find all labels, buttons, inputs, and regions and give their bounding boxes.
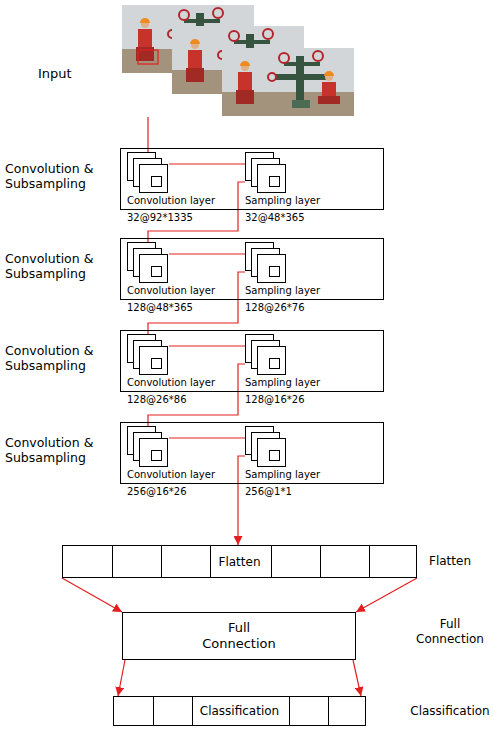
feature-map (258, 255, 286, 283)
feature-map (140, 255, 168, 283)
connector (169, 164, 245, 165)
cell-divider (328, 697, 329, 725)
conv-text: 128@48*365 (127, 302, 193, 314)
feature-map-stack (127, 334, 169, 376)
full-connection-box: Full Connection (122, 612, 356, 660)
convolution-layer: Convolution layer128@48*365 (127, 242, 169, 284)
connector-line (62, 578, 122, 612)
kernel-window (270, 359, 280, 369)
feature-map (140, 347, 168, 375)
connector (238, 456, 245, 545)
feature-map-stack (245, 152, 287, 194)
sampling-layer: Sampling layer128@16*26 (245, 334, 287, 376)
conv-subsampling-block: Convolution & SubsamplingConvolution lay… (120, 148, 384, 210)
cell-divider (153, 697, 154, 725)
connector (118, 660, 361, 696)
kernel-window (270, 177, 280, 187)
stage-label: Flatten (410, 554, 490, 569)
cell-divider (161, 546, 162, 577)
conv-text: Convolution layer (127, 469, 215, 481)
cell-divider (289, 697, 290, 725)
connector-line (238, 456, 245, 545)
samp-text: 128@16*26 (245, 394, 305, 406)
classification-layer: Classification (113, 696, 366, 726)
flat-text: Flatten (219, 555, 261, 569)
input-image-stack: Input (120, 4, 356, 117)
connector (169, 346, 245, 347)
cell-divider (369, 546, 370, 577)
kernel-window (152, 177, 162, 187)
flatten-layer: Flatten (62, 545, 417, 578)
input-text: Input (38, 66, 72, 81)
feature-map-stack (245, 242, 287, 284)
connector-line (147, 117, 148, 152)
conv-text: 128@26*86 (127, 394, 187, 406)
kernel-window (152, 267, 162, 277)
block-text: Convolution & Subsampling (5, 343, 113, 373)
convolution-layer: Convolution layer256@16*26 (127, 426, 169, 468)
kernel-window (270, 267, 280, 277)
stage-label: Full Connection (410, 617, 490, 647)
cell-divider (271, 546, 272, 577)
conv-subsampling-block: Convolution & SubsamplingConvolution lay… (120, 422, 384, 484)
connector (169, 438, 245, 439)
stage-label: Classification (410, 704, 490, 719)
feature-map-stack (245, 426, 287, 468)
input-photo (222, 48, 354, 116)
feature-map (258, 347, 286, 375)
conv-text: Convolution layer (127, 285, 215, 297)
cell-divider (210, 546, 211, 577)
cls-text: Classification (200, 704, 279, 718)
connector (169, 254, 245, 255)
conv-text: 256@16*26 (127, 486, 187, 498)
convolution-layer: Convolution layer32@92*1335 (127, 152, 169, 194)
kernel-window (152, 359, 162, 369)
samp-text: 32@48*365 (245, 212, 305, 224)
samp-text: Sampling layer (245, 285, 320, 297)
feature-map-stack (245, 334, 287, 376)
conv-text: Convolution layer (127, 195, 215, 207)
feature-map (258, 439, 286, 467)
connector-line (353, 660, 361, 696)
connector-line (169, 345, 245, 346)
sampling-layer: Sampling layer128@26*76 (245, 242, 287, 284)
connector-line (356, 578, 417, 612)
receptive-field-marker (138, 50, 158, 64)
convolution-layer: Convolution layer128@26*86 (127, 334, 169, 376)
connector-line (169, 437, 245, 438)
cell-divider (320, 546, 321, 577)
feature-map-stack (127, 152, 169, 194)
kernel-window (152, 451, 162, 461)
connector-line (118, 660, 125, 696)
cell-divider (112, 546, 113, 577)
conv-text: Convolution layer (127, 377, 215, 389)
samp-text: Sampling layer (245, 377, 320, 389)
conv-text: 32@92*1335 (127, 212, 193, 224)
feature-map-stack (127, 426, 169, 468)
conv-subsampling-block: Convolution & SubsamplingConvolution lay… (120, 238, 384, 300)
samp-text: 128@26*76 (245, 302, 305, 314)
feature-map-stack (127, 242, 169, 284)
sampling-layer: Sampling layer256@1*1 (245, 426, 287, 468)
connector-line (169, 253, 245, 254)
cell-divider (192, 697, 193, 725)
samp-text: Sampling layer (245, 195, 320, 207)
samp-text: Sampling layer (245, 469, 320, 481)
connector (62, 578, 417, 612)
block-text: Convolution & Subsampling (5, 435, 113, 465)
connector (148, 117, 149, 152)
samp-text: 256@1*1 (245, 486, 292, 498)
connector-line (169, 163, 245, 164)
block-text: Convolution & Subsampling (5, 251, 113, 281)
feature-map (140, 439, 168, 467)
sampling-layer: Sampling layer32@48*365 (245, 152, 287, 194)
conv-subsampling-block: Convolution & SubsamplingConvolution lay… (120, 330, 384, 392)
feature-map (140, 165, 168, 193)
kernel-window (270, 451, 280, 461)
fc-text: Full Connection (197, 620, 281, 652)
feature-map (258, 165, 286, 193)
block-text: Convolution & Subsampling (5, 161, 113, 191)
